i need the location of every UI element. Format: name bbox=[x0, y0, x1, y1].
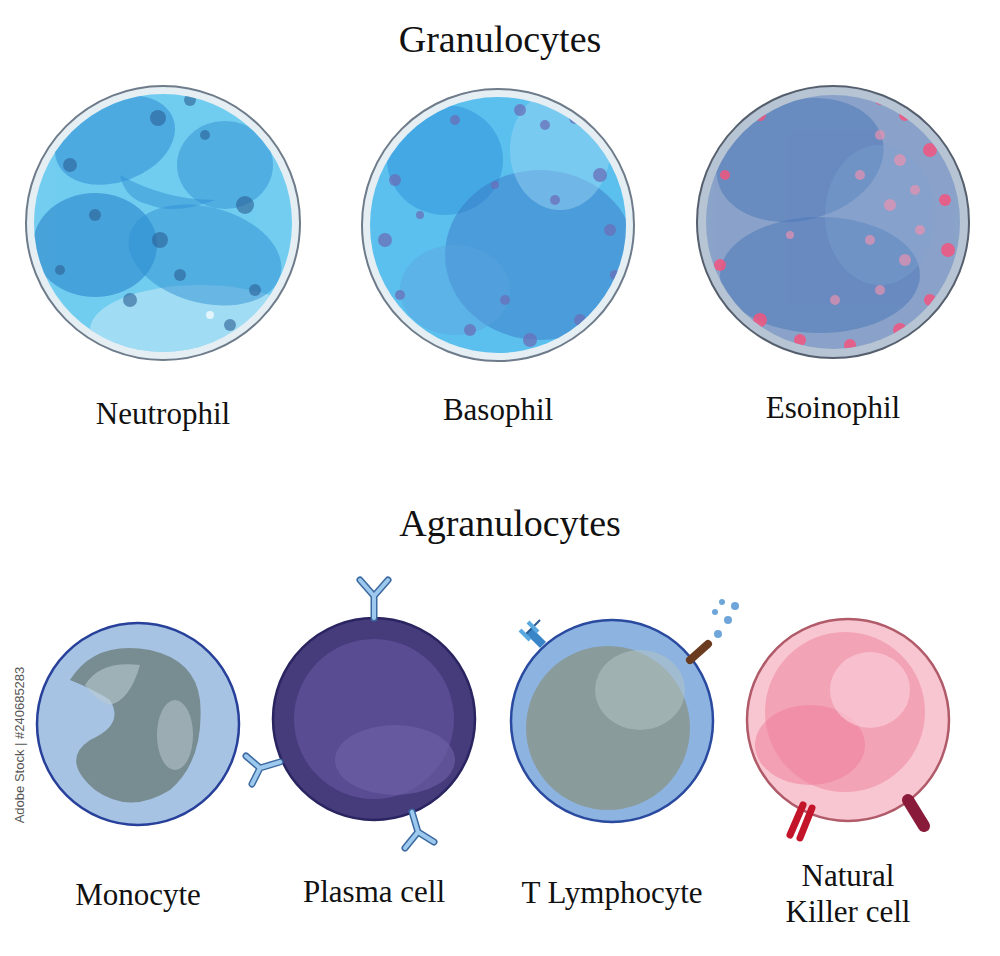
plasma-cell: Plasma cell bbox=[264, 618, 484, 914]
monocyte-cell: Monocyte bbox=[28, 623, 248, 917]
cell-label: T Lymphocyte bbox=[502, 875, 722, 911]
section-heading: Agranulocytes bbox=[10, 500, 1000, 546]
eosinophil-drawing bbox=[697, 80, 969, 358]
nk-cell-drawing bbox=[747, 619, 949, 838]
basophil-cell: Basophil bbox=[362, 89, 634, 432]
cell-label: Plasma cell bbox=[264, 874, 484, 910]
plasma-cell-drawing bbox=[246, 580, 475, 848]
t-lymphocyte-drawing bbox=[511, 599, 739, 822]
cell-label: Monocyte bbox=[28, 877, 248, 913]
monocyte-drawing bbox=[37, 623, 239, 825]
t-lymphocyte-cell: T Lymphocyte bbox=[502, 620, 722, 915]
neutrophil-drawing bbox=[26, 79, 310, 375]
cell-label: Basophil bbox=[368, 392, 628, 428]
cell-label: Natural Killer cell bbox=[773, 858, 923, 930]
section-heading: Granulocytes bbox=[0, 16, 1000, 62]
receptor bbox=[520, 620, 546, 648]
eosinophil-cell: Esoinophil bbox=[697, 86, 969, 430]
neutrophil-cell: Neutrophil bbox=[26, 86, 300, 436]
cell-label: Esoinophil bbox=[703, 390, 963, 426]
basophil-drawing bbox=[362, 89, 635, 361]
nk-cell: Natural Killer cell bbox=[747, 619, 949, 934]
watermark: Adobe Stock | #240685283 bbox=[12, 667, 28, 824]
cell-label: Neutrophil bbox=[33, 396, 293, 432]
